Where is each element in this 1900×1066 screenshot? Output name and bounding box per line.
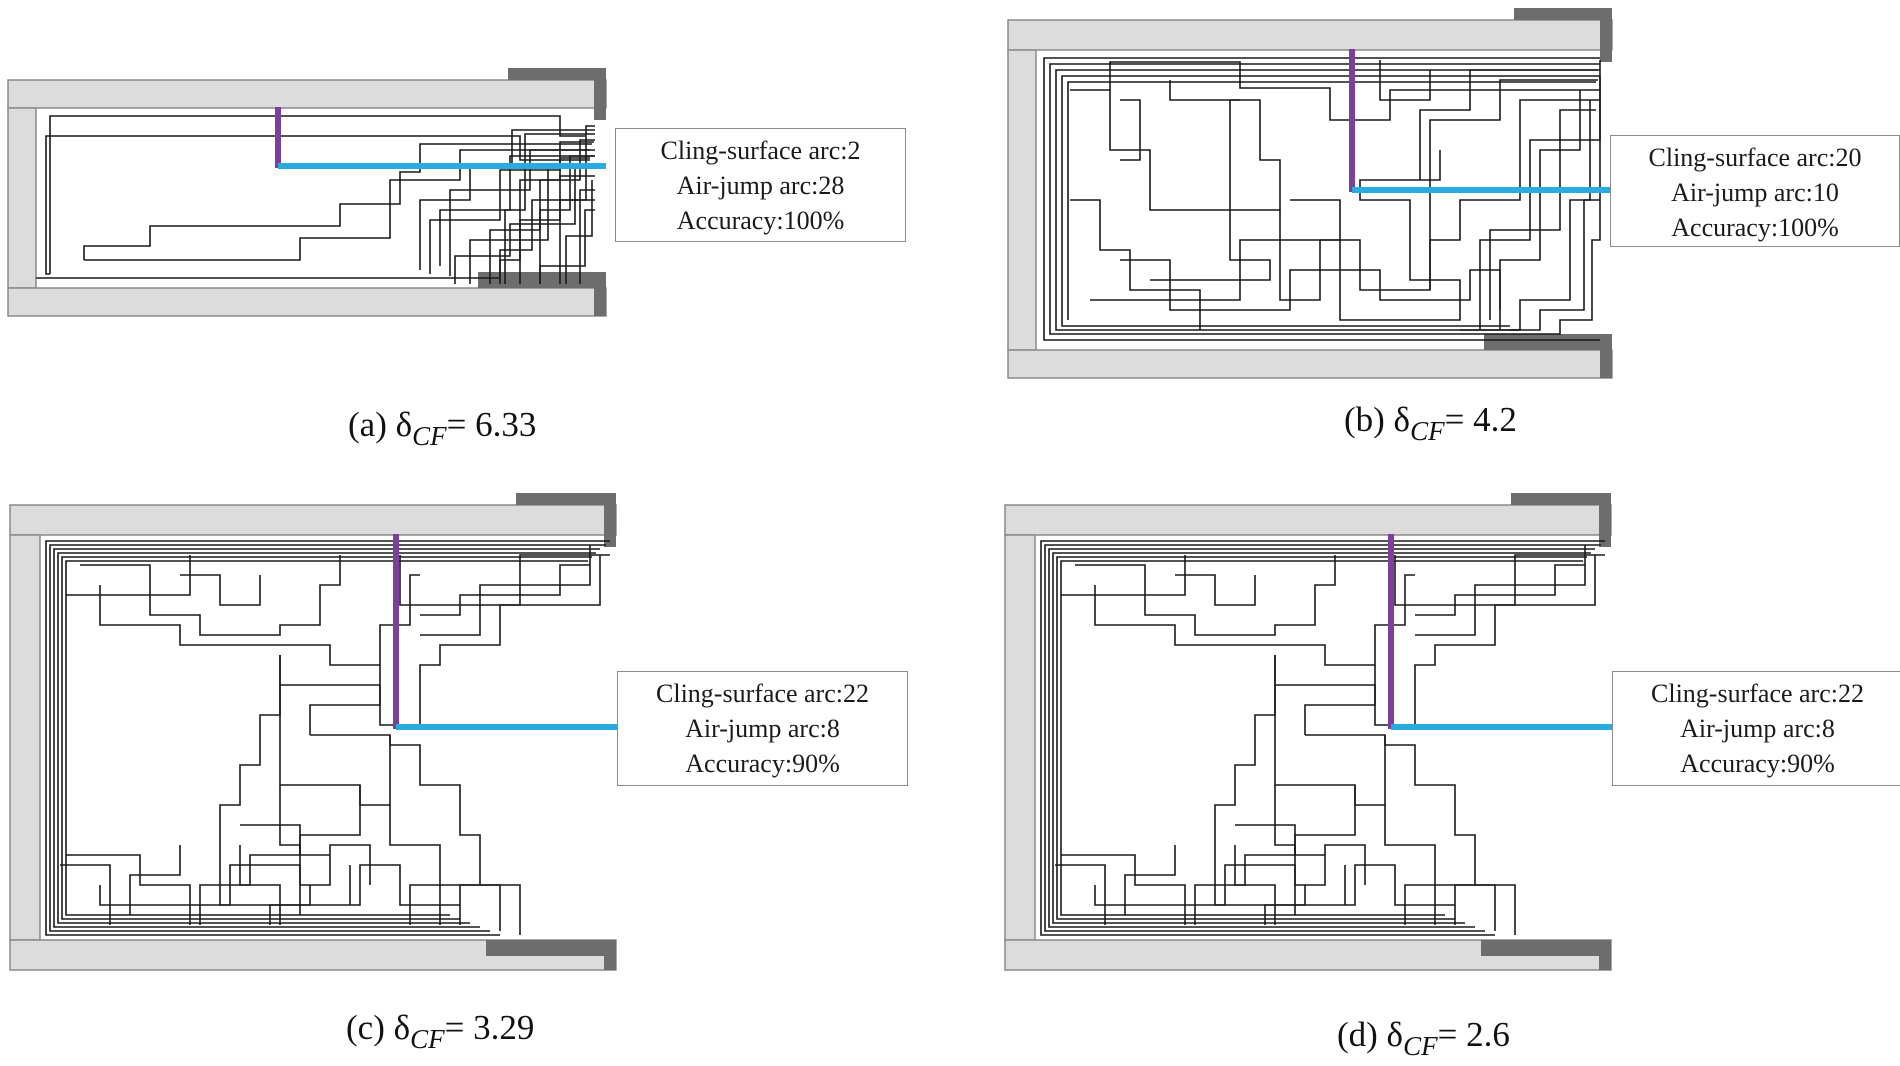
air-jump-arc-count: Air-jump arc:8 <box>1680 714 1835 743</box>
caption-value: = 2.6 <box>1437 1015 1510 1054</box>
panel-c: Cling-surface arc:22 Air-jump arc:8 Accu… <box>0 485 908 990</box>
caption-prefix: (b) δ <box>1344 400 1411 439</box>
caption-prefix: (a) δ <box>348 405 413 444</box>
caption-subscript: CF <box>410 1024 445 1054</box>
cling-surface-arc-count: Cling-surface arc:2 <box>660 136 861 165</box>
panel-c-caption: (c) δCF= 3.29 <box>346 1008 534 1055</box>
caption-subscript: CF <box>412 421 447 451</box>
air-jump-arc-count: Air-jump arc:8 <box>685 714 840 743</box>
panel-d-diagram <box>1004 493 1613 971</box>
accuracy: Accuracy:100% <box>1671 213 1839 242</box>
caption-value: = 3.29 <box>444 1008 535 1047</box>
panel-a: Cling-surface arc:2 Air-jump arc:28 Accu… <box>0 60 906 330</box>
panel-b: Cling-surface arc:20 Air-jump arc:10 Acc… <box>1000 0 1900 380</box>
cling-surface-arc-count: Cling-surface arc:22 <box>656 679 869 708</box>
caption-value: = 6.33 <box>446 405 537 444</box>
panel-d-info-box: Cling-surface arc:22 Air-jump arc:8 Accu… <box>1612 671 1900 786</box>
cling-surface-arc-count: Cling-surface arc:22 <box>1651 679 1864 708</box>
air-jump-arc-count: Air-jump arc:28 <box>676 171 845 200</box>
panel-d-caption: (d) δCF= 2.6 <box>1337 1015 1510 1062</box>
panel-c-info-box: Cling-surface arc:22 Air-jump arc:8 Accu… <box>617 671 908 786</box>
panel-a-diagram <box>7 68 607 317</box>
panel-a-info-box: Cling-surface arc:2 Air-jump arc:28 Accu… <box>615 128 906 242</box>
air-jump-arc-count: Air-jump arc:10 <box>1671 178 1839 207</box>
caption-subscript: CF <box>1410 416 1445 446</box>
panel-d: Cling-surface arc:22 Air-jump arc:8 Accu… <box>995 485 1900 990</box>
panel-c-diagram <box>9 493 618 971</box>
panel-b-caption: (b) δCF= 4.2 <box>1344 400 1517 447</box>
caption-subscript: CF <box>1403 1031 1438 1061</box>
accuracy: Accuracy:90% <box>685 749 840 778</box>
caption-prefix: (d) δ <box>1337 1015 1404 1054</box>
caption-prefix: (c) δ <box>346 1008 411 1047</box>
accuracy: Accuracy:100% <box>676 206 845 235</box>
cling-surface-arc-count: Cling-surface arc:20 <box>1648 143 1862 172</box>
caption-value: = 4.2 <box>1444 400 1517 439</box>
panel-b-info-box: Cling-surface arc:20 Air-jump arc:10 Acc… <box>1610 135 1900 247</box>
accuracy: Accuracy:90% <box>1680 749 1835 778</box>
panel-b-diagram <box>1007 8 1613 379</box>
panel-a-caption: (a) δCF= 6.33 <box>348 405 536 452</box>
